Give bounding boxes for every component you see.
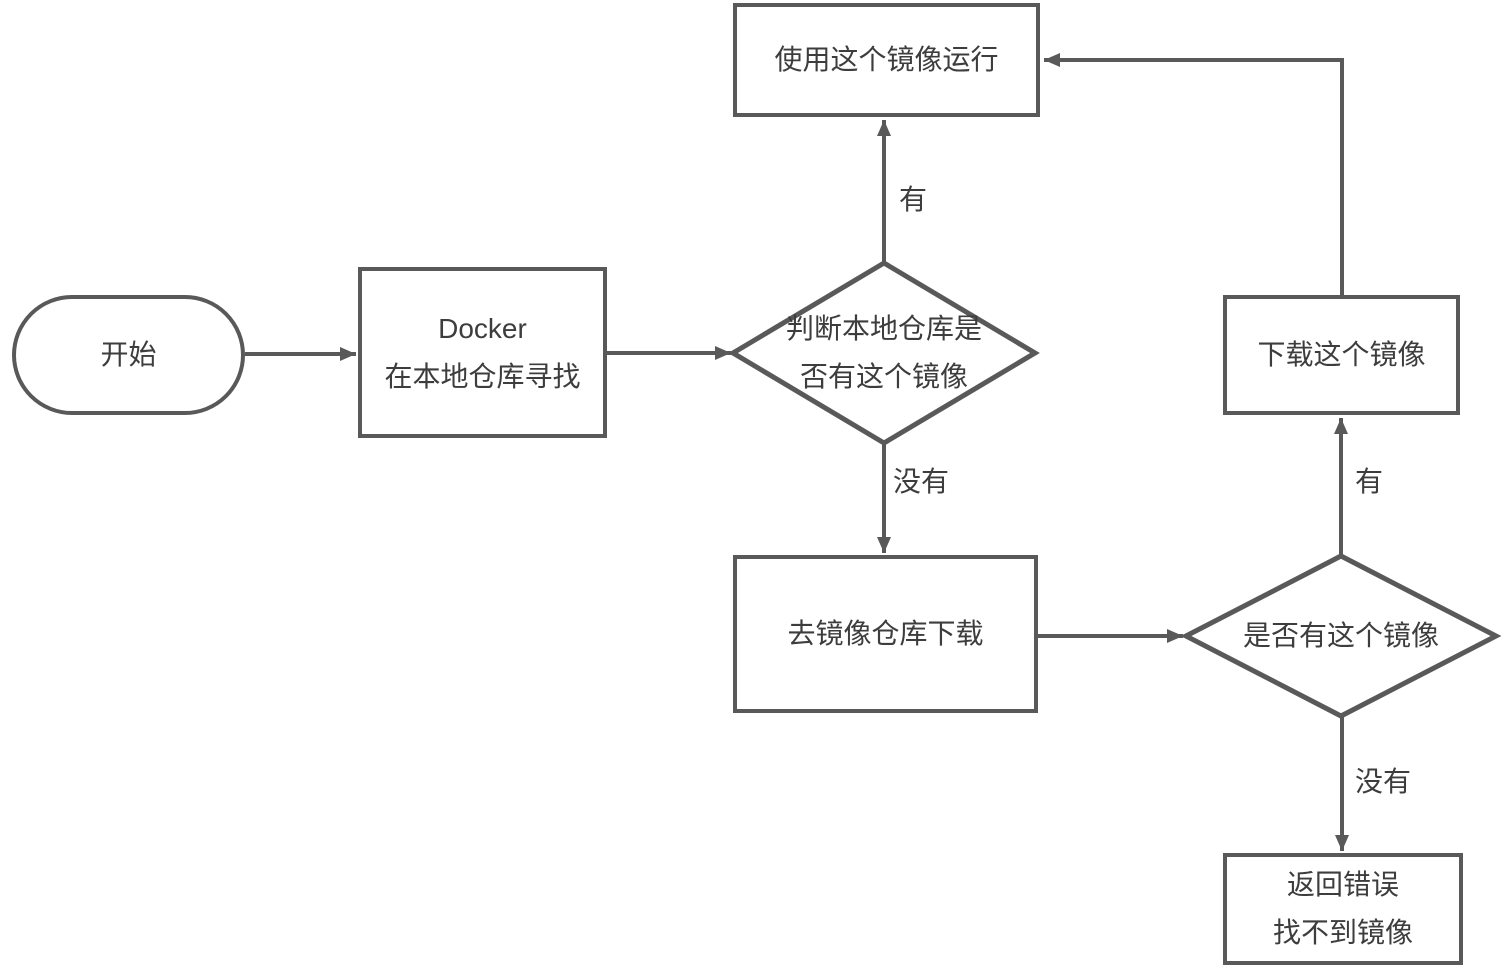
node-start: 开始: [12, 295, 245, 415]
node-return-error: 返回错误 找不到镜像: [1223, 853, 1463, 965]
node-download-image-label: 下载这个镜像: [1257, 339, 1426, 370]
node-docker-search-line1: Docker: [438, 312, 527, 344]
node-docker-search: Docker 在本地仓库寻找: [358, 267, 607, 438]
edge-download-to-run: [1044, 53, 1344, 295]
node-check-local-line1: 判断本地仓库是: [785, 313, 982, 344]
node-check-registry: 是否有这个镜像: [1186, 596, 1496, 676]
node-run-image-label: 使用这个镜像运行: [774, 44, 999, 75]
node-run-image: 使用这个镜像运行: [733, 3, 1040, 117]
node-goto-registry: 去镜像仓库下载: [733, 555, 1038, 713]
edge-label-check-registry-no: 没有: [1355, 766, 1412, 797]
decision-check-registry-shape: [1180, 553, 1502, 719]
node-download-image: 下载这个镜像: [1223, 295, 1460, 415]
node-docker-search-line2: 在本地仓库寻找: [384, 360, 581, 392]
node-return-error-line2: 找不到镜像: [1272, 917, 1413, 948]
node-check-local: 判断本地仓库是 否有这个镜像: [733, 283, 1035, 423]
edge-label-check-registry-yes: 有: [1355, 466, 1384, 497]
node-check-local-line2: 否有这个镜像: [799, 361, 968, 392]
node-return-error-line1: 返回错误: [1286, 869, 1399, 900]
node-goto-registry-label: 去镜像仓库下载: [787, 618, 984, 649]
node-check-registry-label: 是否有这个镜像: [1242, 620, 1439, 651]
node-start-label: 开始: [100, 339, 157, 370]
edge-label-check-local-yes: 有: [899, 184, 928, 215]
edge-label-check-local-no: 没有: [893, 466, 950, 497]
decision-check-local-shape: [728, 260, 1040, 446]
